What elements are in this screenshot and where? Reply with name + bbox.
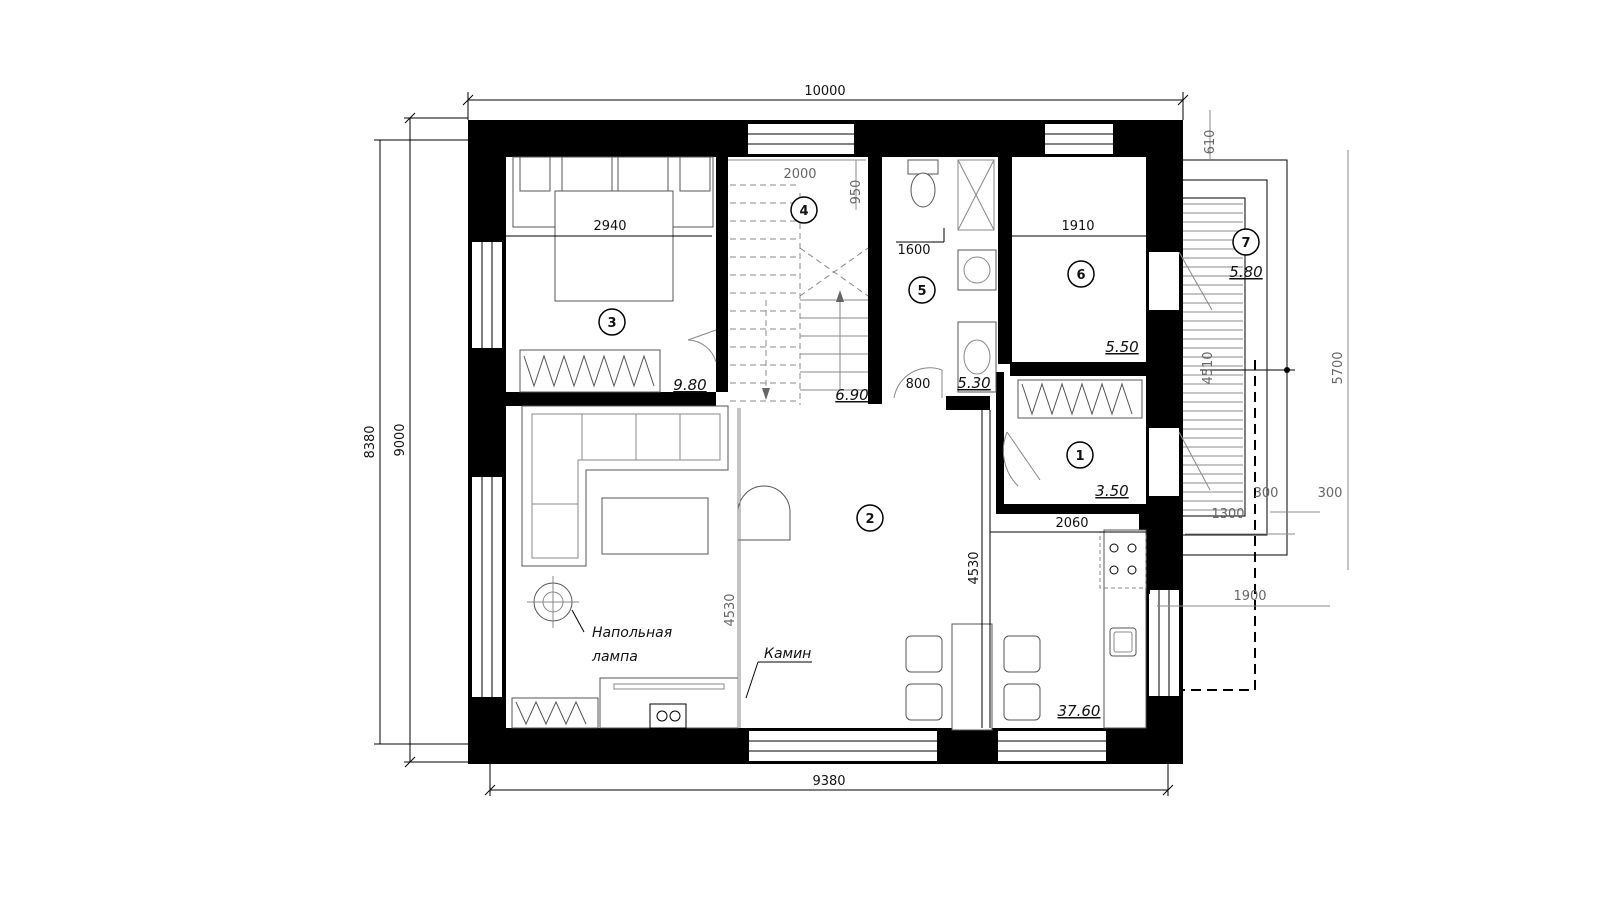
dim-bottom-width: 9380 [812,774,845,789]
area-room-2: 37.60 [1058,702,1101,720]
area-room-5: 5.30 [957,374,990,392]
windows [472,124,1213,761]
fireplace-label: Камин [764,646,811,662]
shelf [511,697,599,729]
area-room-4: 6.90 [835,386,868,404]
window-bottom-kitchen [998,731,1106,761]
room-marker-5: 5 [908,276,936,304]
fireplace [599,677,739,729]
room-marker-2: 2 [856,504,884,532]
living-room [511,405,1147,731]
door-right-kitchen [1149,590,1179,696]
toilet-tank [907,159,939,175]
dining-table [951,623,993,731]
svg-text:5: 5 [917,284,926,299]
storage-room [1002,379,1143,487]
svg-text:6: 6 [1076,268,1085,283]
dim-left-outer: 8380 [363,425,378,458]
corner-sofa [521,405,729,567]
bedroom [512,156,717,393]
svg-text:2: 2 [865,512,874,527]
dim-left-inner: 9000 [393,423,408,456]
bedroom-wardrobe [523,354,655,388]
dim-kitchen-width: 2060 [1055,516,1088,531]
room-marker-4: 4 [790,196,818,224]
dim-living-depth-right: 4530 [967,551,982,584]
door-right-room6 [1149,251,1213,311]
dim-living-depth-left: 4530 [723,593,738,626]
room-marker-7: 7 [1232,228,1260,256]
stair [730,184,869,405]
dim-terrace-width: 1900 [1233,589,1266,604]
armchair [737,485,791,541]
room-marker-3: 3 [598,308,626,336]
dim-bedroom-width: 2940 [593,219,626,234]
dim-terrace-height: 5700 [1331,351,1346,384]
dim-room6-width: 1910 [1061,219,1094,234]
shower [957,159,995,231]
dim-terrace-step: 1300 [1211,507,1244,522]
terrace-outline-dashed [1157,360,1256,691]
inner-walls [506,152,1150,764]
dim-terrace-inner: 4510 [1201,351,1216,384]
dim-bath-width: 1600 [897,243,930,258]
dim-terrace-offset-b: 300 [1318,486,1343,501]
dimension-lines [374,92,1349,796]
area-room-7: 5.80 [1229,263,1262,281]
dim-stair-depth: 950 [849,180,864,205]
window-top-stair [748,124,854,154]
annotations: Напольная лампа Камин [591,625,811,665]
dim-top-width: 10000 [804,84,845,99]
room-marker-6: 6 [1067,260,1095,288]
area-room-1: 3.50 [1095,482,1128,500]
dim-terrace-top: 610 [1203,130,1218,155]
window-bottom-living [749,731,939,761]
window-top-room6 [1045,124,1113,154]
dim-stair-width: 2000 [783,167,816,182]
dim-terrace-offset-a: 300 [1254,486,1279,501]
lamp-label-line2: лампа [591,649,638,665]
area-room-3: 9.80 [673,376,706,394]
svg-text:1: 1 [1075,449,1084,464]
svg-text:7: 7 [1241,236,1250,251]
bathroom [893,159,997,399]
kitchen-sink [1109,627,1137,657]
area-room-6: 5.50 [1105,338,1138,356]
svg-text:4: 4 [799,204,808,219]
dimension-labels: 10000 9380 8380 9000 2940 2000 950 1600 … [363,84,1346,789]
lamp-label-line1: Напольная [592,625,672,641]
window-left-bedroom [472,242,502,348]
toilet-bowl [910,172,936,208]
window-left-living [472,477,502,697]
svg-text:3: 3 [607,316,616,331]
room-marker-1: 1 [1066,441,1094,469]
coffee-table [601,497,709,555]
door-right-room1 [1149,428,1211,496]
dim-door-width: 800 [906,377,931,392]
room-areas: 3.50 37.60 9.80 6.90 5.30 5.50 5.80 [673,263,1262,720]
room-markers: 1 2 3 4 5 6 7 [598,196,1260,532]
